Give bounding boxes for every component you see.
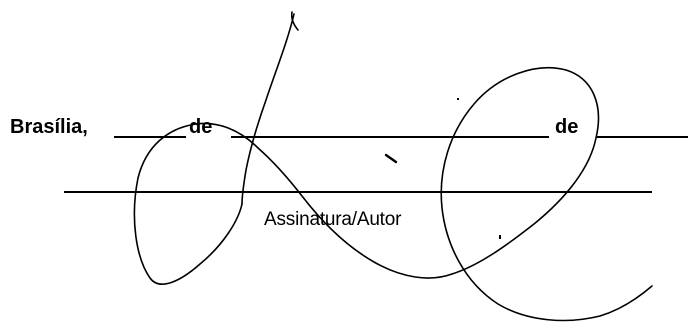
ink-speck-2 — [499, 235, 501, 239]
month-blank — [231, 136, 549, 138]
signature-dash — [384, 153, 398, 164]
year-blank — [596, 136, 688, 138]
signature-line — [64, 191, 652, 193]
city-label: Brasília, — [10, 116, 88, 138]
de-label-1: de — [189, 116, 213, 138]
signature-stroke-left-loop — [133, 122, 453, 285]
signature-stroke-right-loop — [440, 66, 653, 322]
signature-stroke-descender — [241, 13, 295, 205]
ink-speck-1 — [457, 98, 459, 100]
day-blank — [114, 136, 186, 138]
de-label-2: de — [555, 116, 579, 138]
signature-caption: Assinatura/Autor — [264, 209, 402, 230]
